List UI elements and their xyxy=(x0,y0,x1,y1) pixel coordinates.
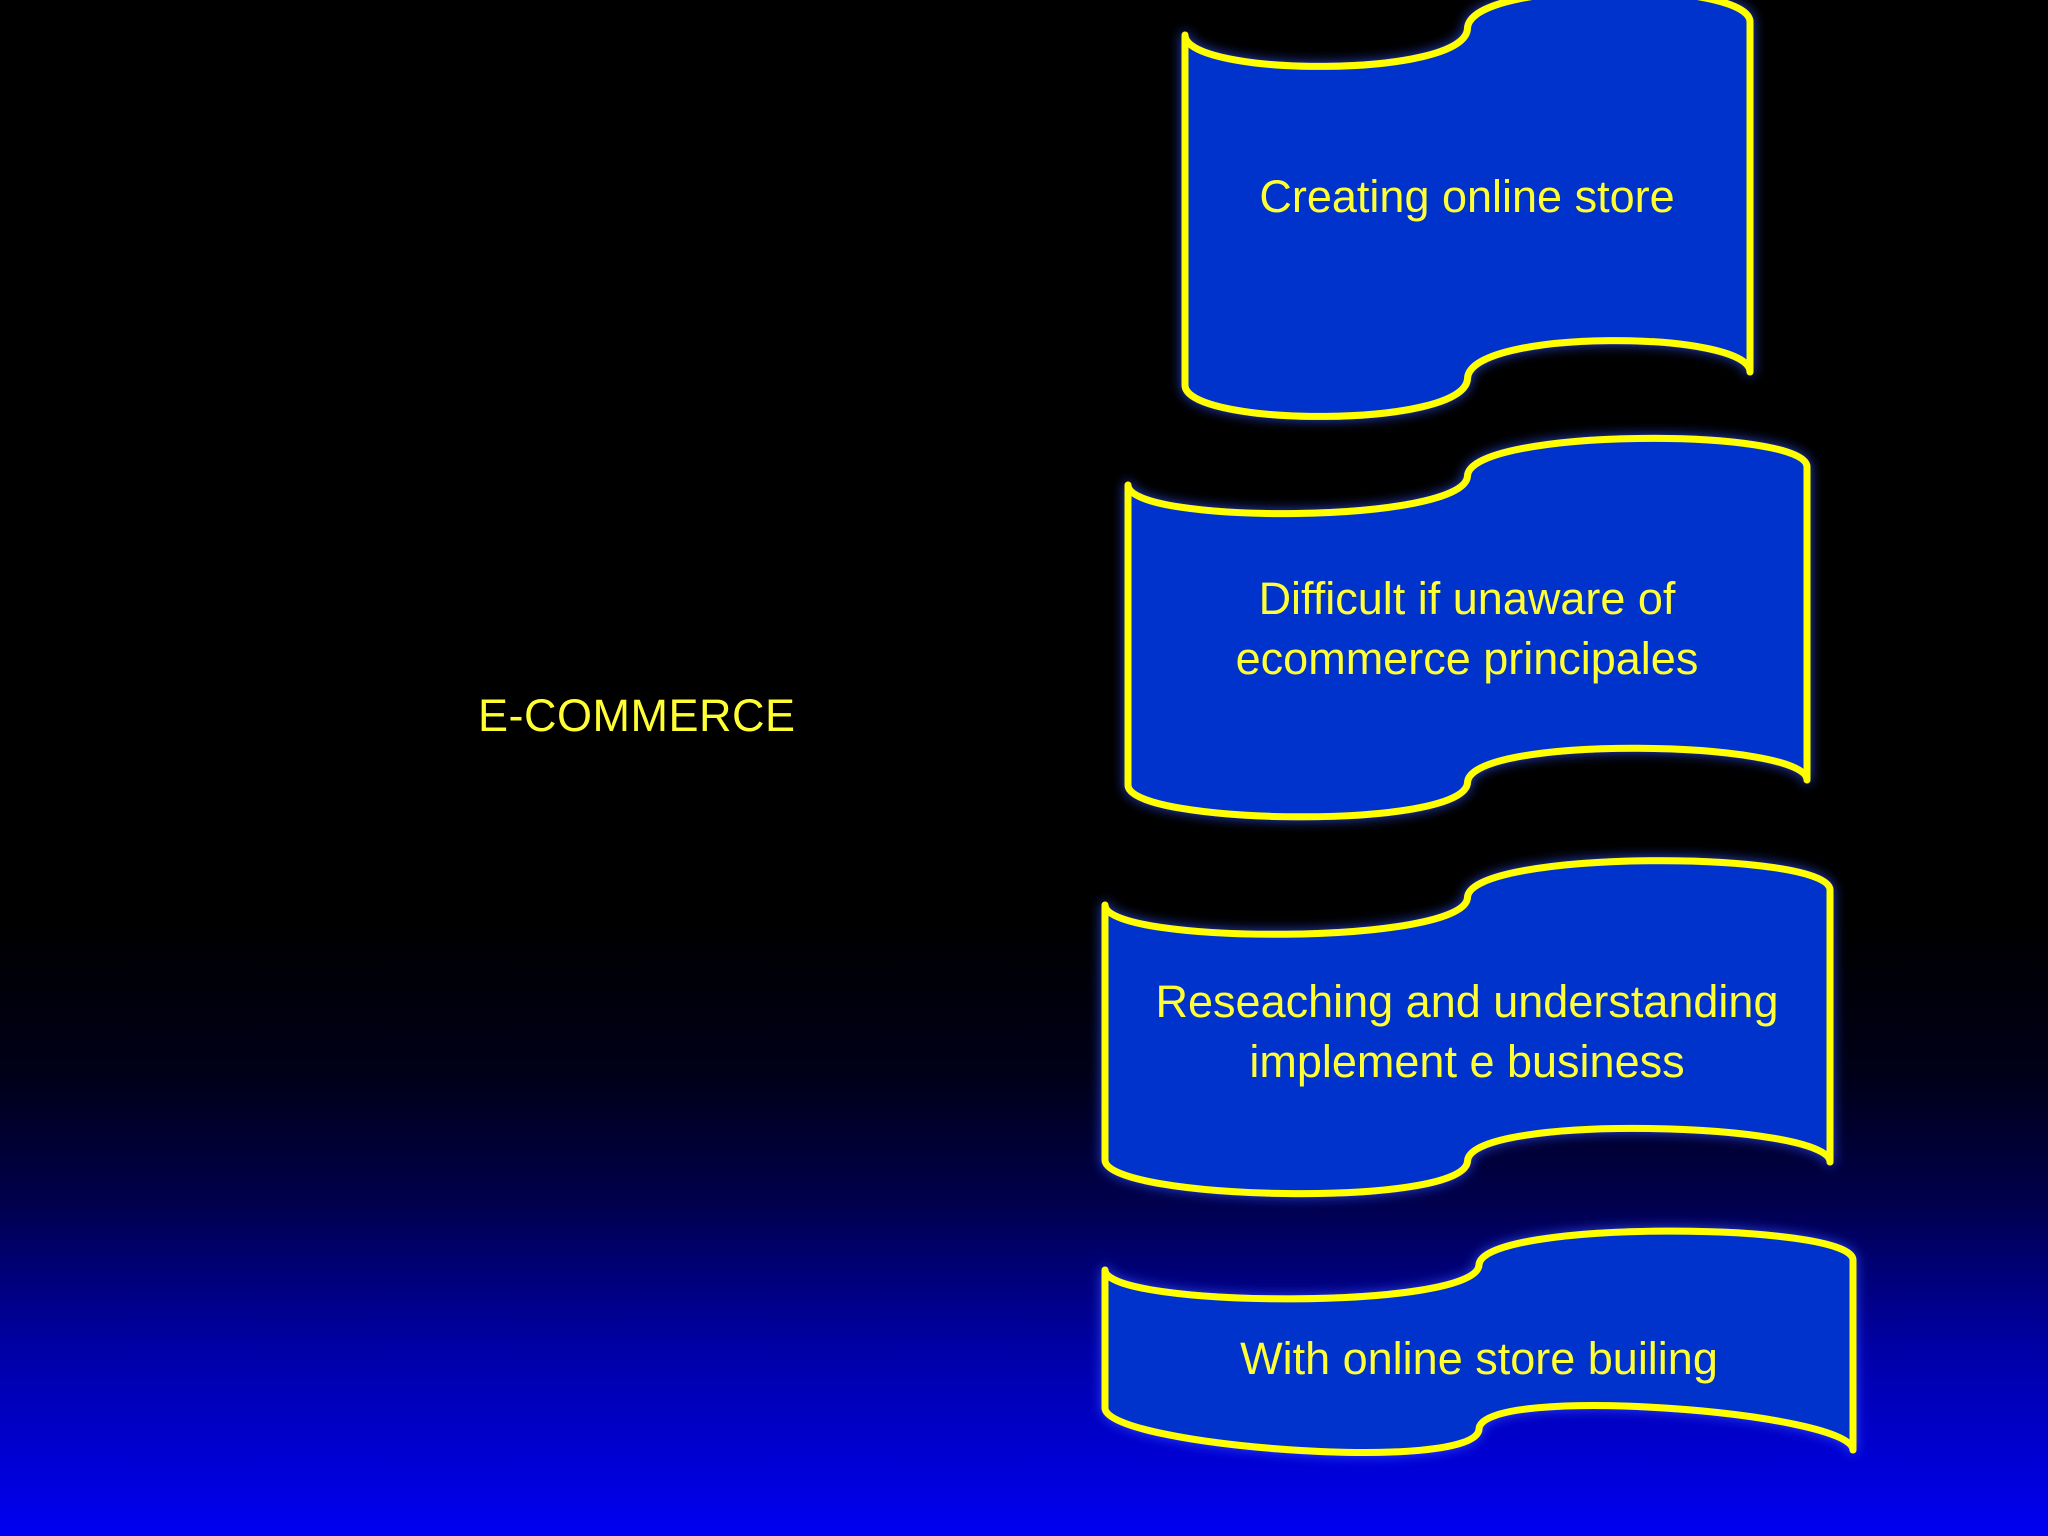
banner-2: Difficult if unaware of ecommerce princip… xyxy=(1124,434,1811,821)
banner-text: ecommerce principales xyxy=(1236,633,1699,684)
banner-shape xyxy=(1124,434,1811,821)
banner-shape xyxy=(1181,0,1754,420)
banner-text: With online store builing xyxy=(1240,1333,1718,1384)
banner-4: With online store builing xyxy=(1101,1227,1857,1456)
diagram-title: E-COMMERCE xyxy=(478,690,796,741)
banner-text: Difficult if unaware of xyxy=(1259,573,1676,624)
banner-1: Creating online store xyxy=(1181,0,1754,420)
banner-text: implement e business xyxy=(1249,1036,1684,1087)
banner-text: Creating online store xyxy=(1259,171,1674,222)
banner-shape xyxy=(1101,857,1834,1198)
banner-3: Reseaching and understanding implement e … xyxy=(1101,857,1834,1198)
banner-shape xyxy=(1101,1227,1857,1456)
banner-text: Reseaching and understanding xyxy=(1156,976,1779,1027)
